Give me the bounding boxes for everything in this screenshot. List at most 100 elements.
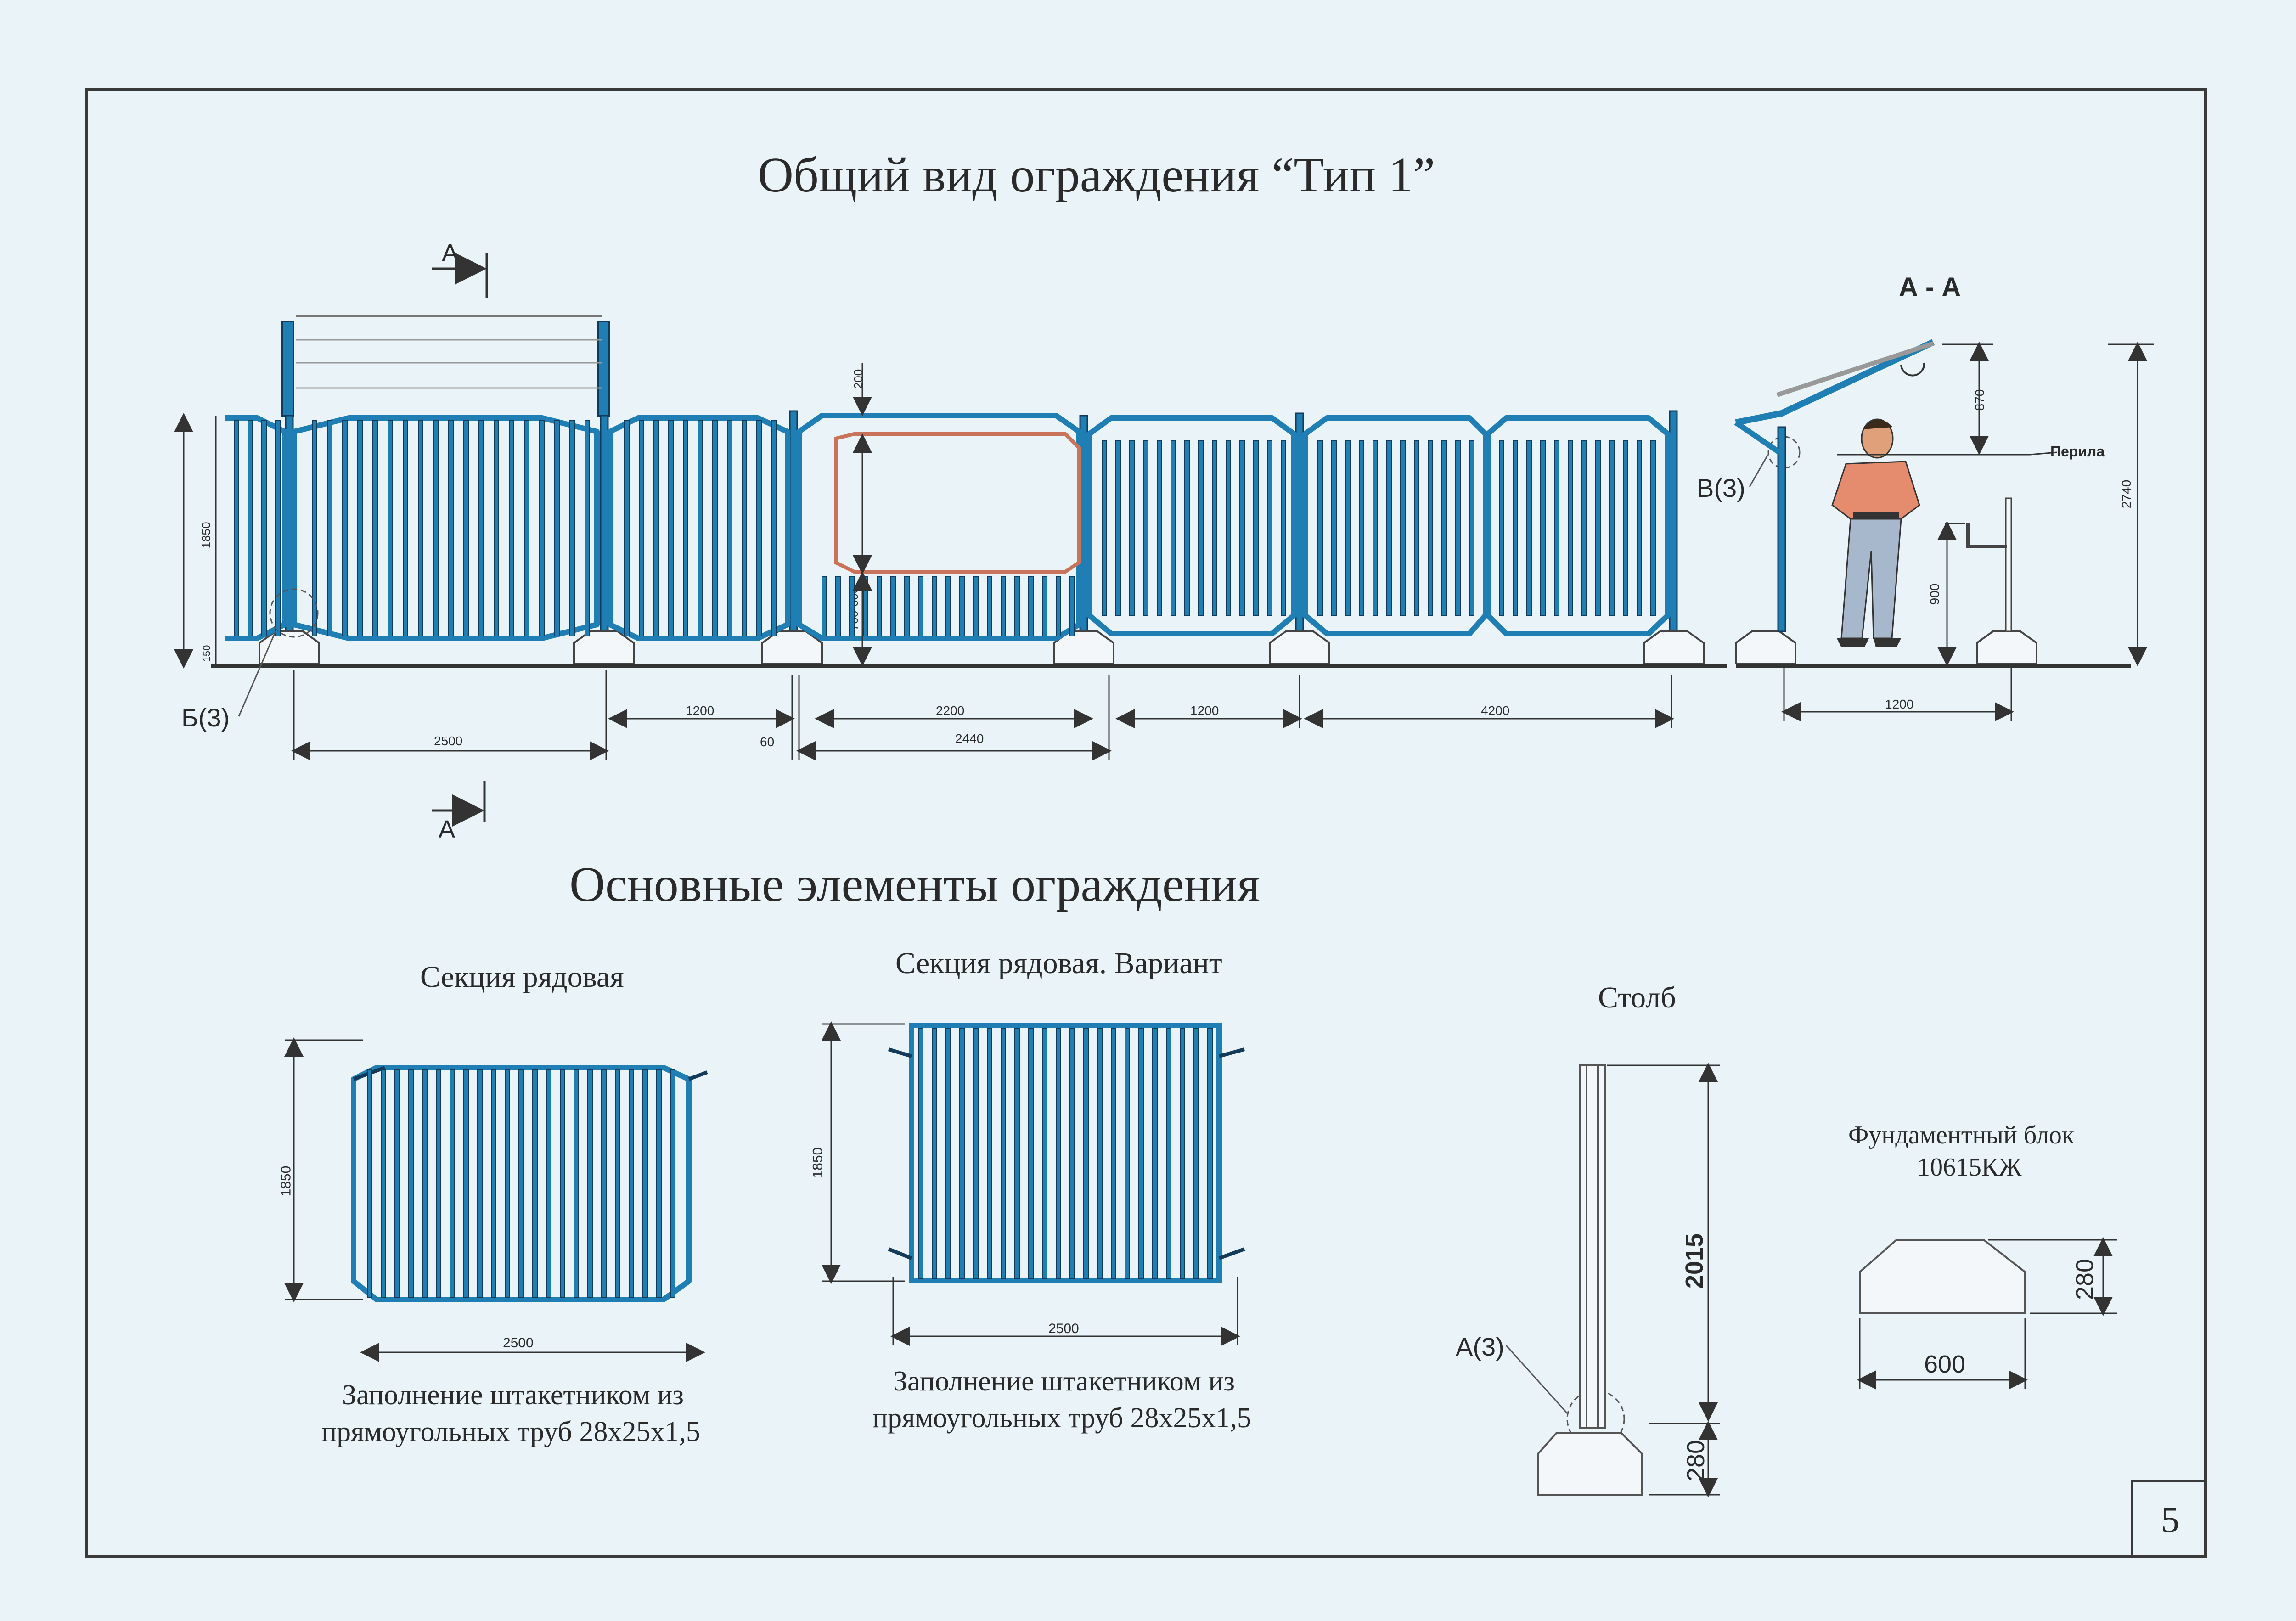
picket <box>835 576 841 636</box>
picket <box>463 420 469 636</box>
picket <box>904 576 910 636</box>
picket <box>1115 440 1121 616</box>
picket <box>1359 440 1364 616</box>
picket <box>624 420 630 636</box>
picket <box>569 420 575 636</box>
picket <box>601 1069 607 1298</box>
picket <box>615 1069 620 1298</box>
picket <box>1414 440 1419 616</box>
picket <box>642 1069 648 1298</box>
picket <box>234 420 239 636</box>
fence-pickets <box>234 420 1656 636</box>
picket <box>1001 576 1006 636</box>
picket <box>1152 1028 1158 1279</box>
picket <box>1069 576 1075 636</box>
section-row-caption: Секция рядовая <box>420 960 624 994</box>
picket <box>877 576 882 636</box>
picket <box>987 576 992 636</box>
picket <box>554 420 560 636</box>
main-elements-title: Основные элементы ограждения <box>569 857 1261 912</box>
picket <box>1595 440 1601 616</box>
picket <box>1469 440 1474 616</box>
picket <box>1014 1028 1020 1279</box>
picket <box>959 576 965 636</box>
picket <box>1623 440 1628 616</box>
section-aa-dims <box>1781 342 2154 721</box>
section-variant-note-1: Заполнение штакетником из <box>893 1366 1235 1397</box>
picket <box>477 1069 483 1298</box>
picket <box>248 420 253 636</box>
picket <box>1650 440 1656 616</box>
picket <box>585 420 590 636</box>
picket <box>1097 1028 1103 1279</box>
picket <box>1157 440 1162 616</box>
section-aa-title: А - А <box>1899 272 1961 302</box>
picket <box>932 576 937 636</box>
picket <box>1455 440 1461 616</box>
section-variant-note-2: прямоугольных труб 28х25х1,5 <box>872 1402 1251 1434</box>
picket <box>1267 440 1272 616</box>
foundation-caption-1: Фундаментный блок <box>1848 1121 2075 1149</box>
section-row-note-1: Заполнение штакетником из <box>342 1379 684 1411</box>
picket <box>1193 1028 1199 1279</box>
picket <box>403 420 408 636</box>
picket <box>1042 576 1047 636</box>
picket <box>683 420 688 636</box>
post-dims <box>1607 1063 1720 1497</box>
foundation-dims <box>1857 1237 2117 1390</box>
foundation-block-drawing <box>1859 1239 2026 1314</box>
picket <box>1239 440 1245 616</box>
picket <box>670 1069 675 1298</box>
picket <box>1042 1028 1047 1279</box>
picket <box>1499 440 1504 616</box>
picket <box>1540 440 1546 616</box>
picket <box>822 576 827 636</box>
picket <box>491 1069 496 1298</box>
picket <box>518 1069 524 1298</box>
picket <box>945 576 951 636</box>
picket <box>1400 440 1406 616</box>
picket <box>756 420 762 636</box>
picket <box>959 1028 965 1279</box>
picket <box>1125 1028 1130 1279</box>
picket <box>394 1069 400 1298</box>
wicket-orange-frame <box>834 432 1081 574</box>
picket <box>372 420 378 636</box>
picket <box>1568 440 1573 616</box>
picket <box>973 1028 979 1279</box>
picket <box>408 1069 414 1298</box>
picket <box>312 420 317 636</box>
post-drawing <box>1537 1064 1643 1496</box>
picket <box>494 420 499 636</box>
picket <box>1138 1028 1144 1279</box>
picket <box>509 420 514 636</box>
picket <box>574 1069 579 1298</box>
picket <box>863 576 868 636</box>
picket <box>422 1069 428 1298</box>
picket <box>381 1069 386 1298</box>
picket <box>1028 1028 1034 1279</box>
picket <box>388 420 393 636</box>
picket <box>987 1028 992 1279</box>
picket <box>1428 440 1433 616</box>
picket <box>1143 440 1148 616</box>
picket <box>524 420 529 636</box>
section-cut-marks <box>432 253 488 827</box>
picket <box>1637 440 1642 616</box>
picket <box>712 420 718 636</box>
picket <box>1180 1028 1185 1279</box>
picket <box>945 1028 951 1279</box>
picket <box>1386 440 1392 616</box>
callout-b: Б(3) <box>181 703 230 732</box>
drawing-frame <box>85 88 2207 1558</box>
picket <box>698 420 703 636</box>
picket <box>653 420 659 636</box>
picket <box>639 420 644 636</box>
row-section-drawing <box>351 1065 708 1302</box>
picket <box>436 1069 441 1298</box>
picket <box>1171 440 1176 616</box>
picket <box>1345 440 1351 616</box>
picket <box>890 576 896 636</box>
picket <box>463 1069 469 1298</box>
